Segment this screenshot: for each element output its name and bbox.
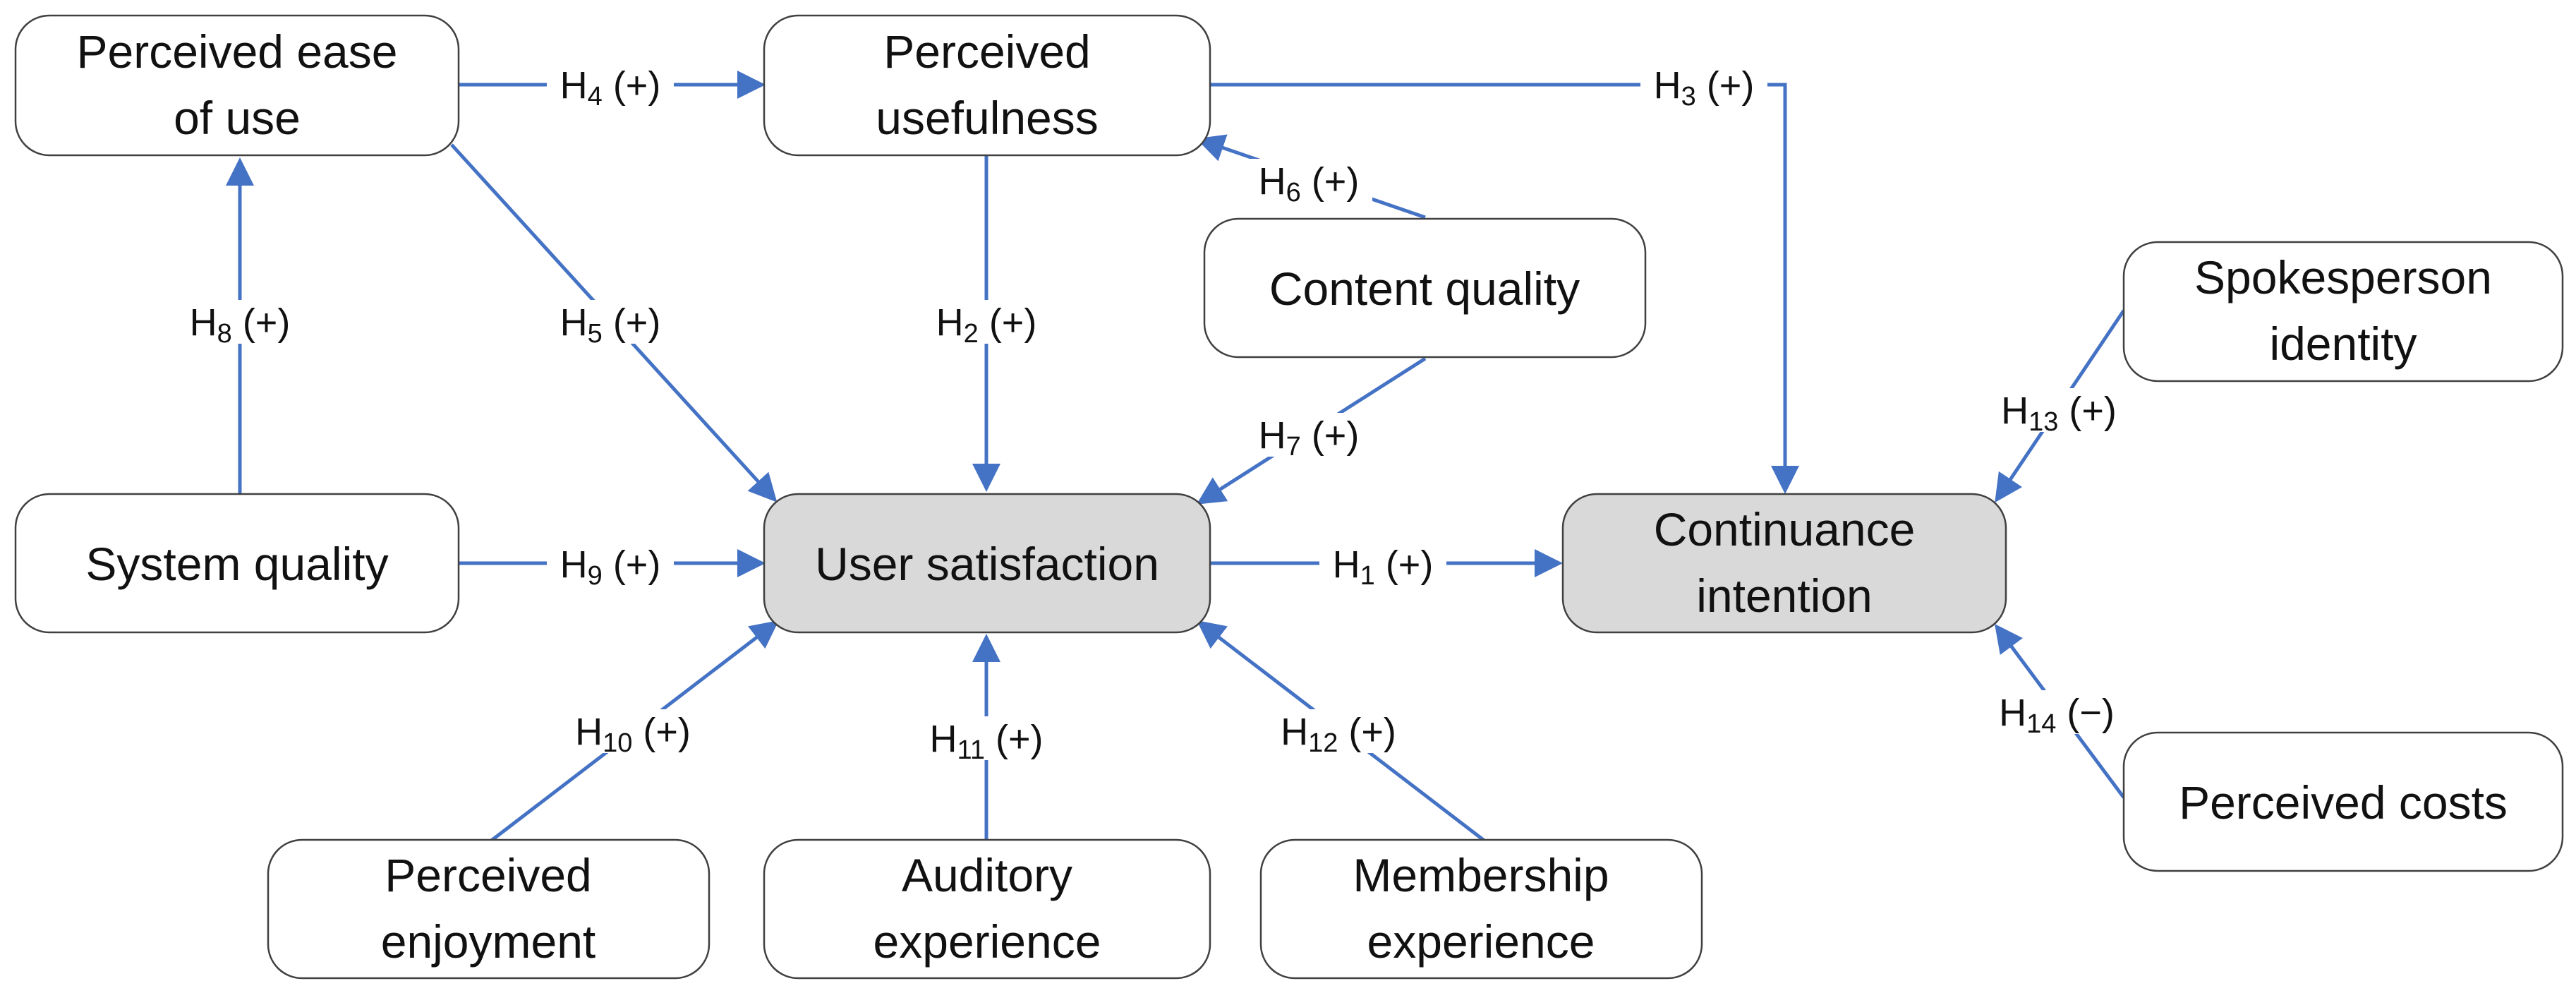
svg-text:Membership: Membership <box>1353 849 1609 901</box>
label-h8: H8 (+) <box>176 300 303 349</box>
box-system-quality: System quality <box>14 493 460 634</box>
label-h12: H12 (+) <box>1270 709 1408 758</box>
svg-text:Perceived costs: Perceived costs <box>2179 776 2508 829</box>
box-continuance-intention: Continuance intention <box>1561 493 2007 634</box>
svg-text:Perceived ease: Perceived ease <box>77 25 398 78</box>
box-membership-experience: Membership experience <box>1259 838 1703 980</box>
svg-text:Perceived: Perceived <box>883 25 1091 78</box>
svg-text:H14 (−): H14 (−) <box>1999 692 2115 739</box>
label-h10: H10 (+) <box>564 709 702 758</box>
edge-h3 <box>1210 83 1799 494</box>
box-content-quality: Content quality <box>1203 217 1647 359</box>
svg-text:System quality: System quality <box>85 538 388 590</box>
svg-text:Continuance: Continuance <box>1654 503 1916 555</box>
constructs: Perceived ease of use Perceived usefulne… <box>14 14 2564 980</box>
hypothesis-labels: H4 (+) H3 (+) H6 (+) H8 (+) H5 (+) H2 (+… <box>176 64 2131 765</box>
box-spokesperson-identity: Spokesperson identity <box>2122 241 2564 383</box>
svg-text:H10 (+): H10 (+) <box>575 711 691 758</box>
label-h6: H6 (+) <box>1245 159 1372 207</box>
svg-text:User satisfaction: User satisfaction <box>815 538 1159 590</box>
label-h3: H3 (+) <box>1640 64 1767 112</box>
box-user-satisfaction: User satisfaction <box>763 493 1211 634</box>
svg-text:of use: of use <box>174 92 301 144</box>
svg-text:H3 (+): H3 (+) <box>1654 64 1755 112</box>
svg-text:Spokesperson: Spokesperson <box>2194 251 2492 303</box>
svg-text:enjoyment: enjoyment <box>381 915 596 968</box>
svg-text:H12 (+): H12 (+) <box>1281 711 1396 758</box>
label-h2: H2 (+) <box>923 300 1050 349</box>
svg-text:H1 (+): H1 (+) <box>1333 543 1434 591</box>
box-perceived-ease-of-use: Perceived ease of use <box>14 14 460 157</box>
label-h5: H5 (+) <box>547 300 674 349</box>
svg-text:H2 (+): H2 (+) <box>936 301 1037 349</box>
svg-text:Auditory: Auditory <box>902 849 1072 901</box>
svg-text:H13 (+): H13 (+) <box>2001 390 2117 437</box>
svg-text:H9 (+): H9 (+) <box>560 543 661 591</box>
svg-text:experience: experience <box>873 915 1101 968</box>
box-perceived-costs: Perceived costs <box>2122 731 2564 872</box>
svg-text:experience: experience <box>1367 915 1595 968</box>
label-h9: H9 (+) <box>547 542 674 591</box>
svg-text:usefulness: usefulness <box>876 92 1099 144</box>
svg-text:Content quality: Content quality <box>1269 263 1580 315</box>
label-h14: H14 (−) <box>1983 690 2131 739</box>
svg-text:Perceived: Perceived <box>385 849 592 901</box>
label-h13: H13 (+) <box>1990 388 2127 437</box>
svg-text:identity: identity <box>2269 318 2417 370</box>
box-perceived-usefulness: Perceived usefulness <box>763 14 1211 157</box>
edges <box>226 71 2126 843</box>
box-auditory-experience: Auditory experience <box>763 838 1211 980</box>
svg-text:intention: intention <box>1696 570 1873 622</box>
label-h1: H1 (+) <box>1319 542 1446 591</box>
svg-text:H6 (+): H6 (+) <box>1259 160 1360 207</box>
box-perceived-enjoyment: Perceived enjoyment <box>267 838 710 980</box>
label-h11: H11 (+) <box>917 716 1055 765</box>
svg-text:H8 (+): H8 (+) <box>190 301 291 349</box>
svg-text:H4 (+): H4 (+) <box>560 64 661 112</box>
label-h4: H4 (+) <box>547 64 674 112</box>
svg-text:H11 (+): H11 (+) <box>930 718 1044 765</box>
label-h7: H7 (+) <box>1245 413 1372 462</box>
svg-text:H5 (+): H5 (+) <box>560 301 661 349</box>
svg-text:H7 (+): H7 (+) <box>1259 414 1360 462</box>
